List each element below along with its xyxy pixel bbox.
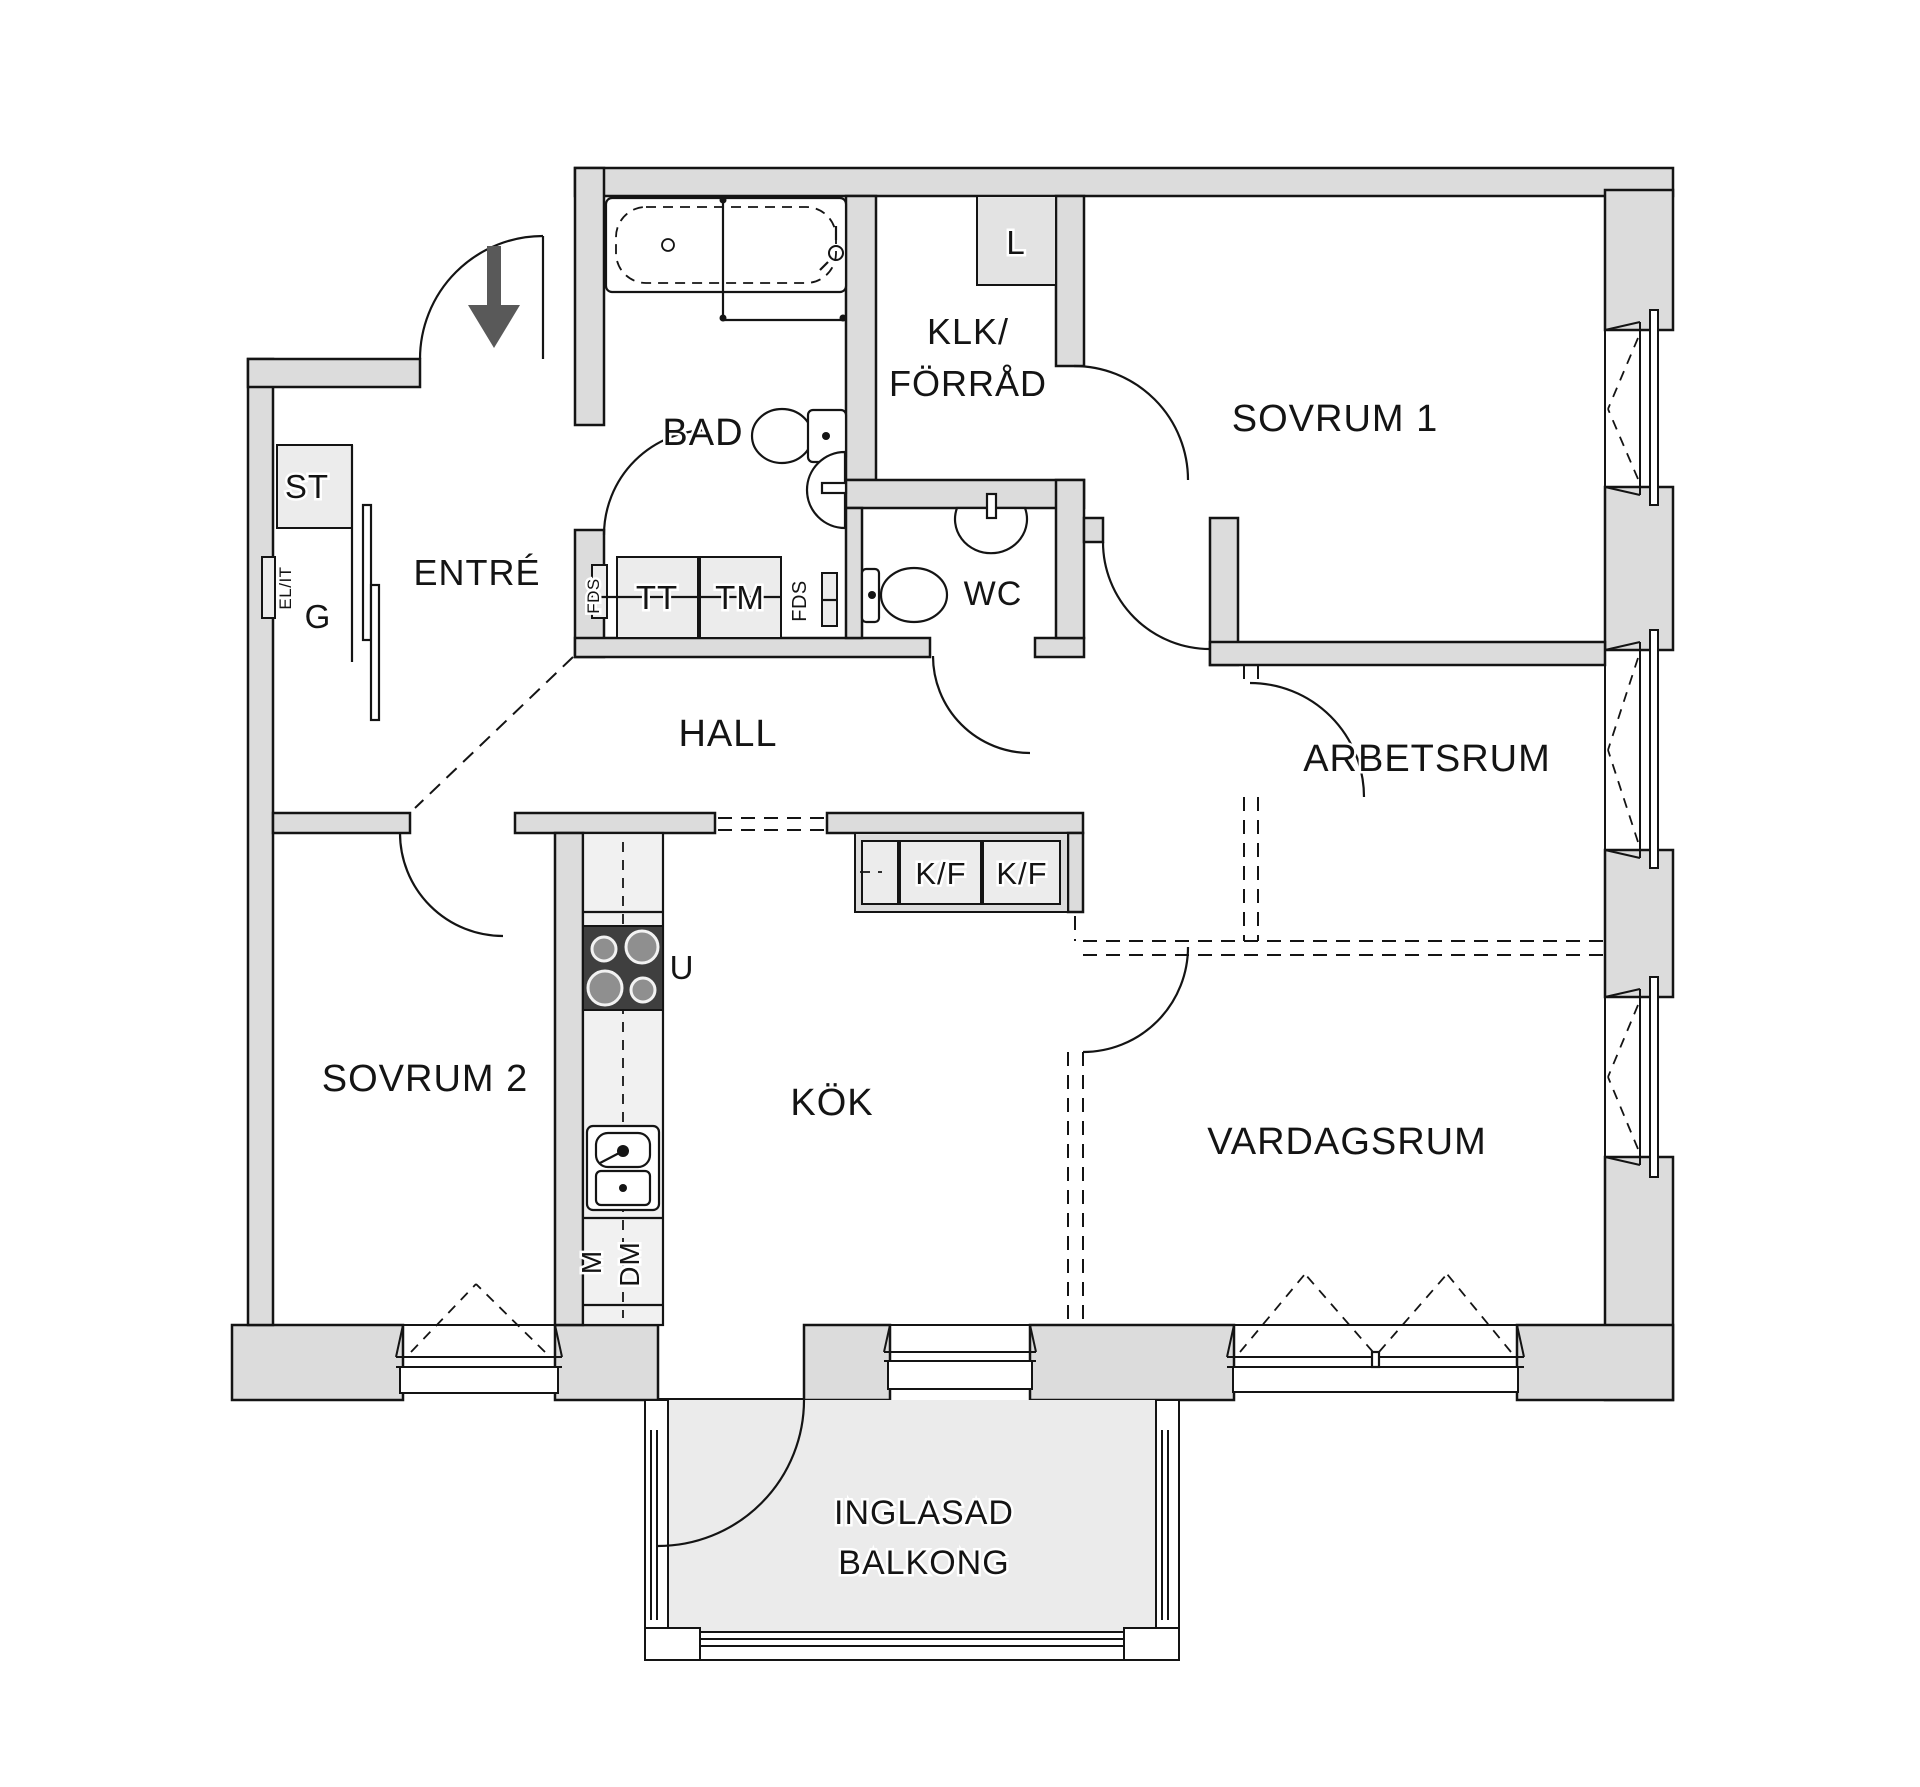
sovrum2-door-arc: [398, 832, 504, 938]
shaft-l-box: [976, 195, 1057, 286]
room-label-kok: KÖK: [790, 1082, 873, 1124]
entry-arrow-icon: [468, 246, 520, 348]
wall-left: [246, 357, 275, 1327]
wall-bottom-2: [553, 1323, 660, 1402]
window-kok: [883, 1324, 1037, 1390]
wall-annex-top: [246, 357, 422, 389]
sink-bad-icon: [805, 450, 848, 530]
balcony: [644, 1398, 1180, 1661]
label-fds-right: FDS: [789, 580, 811, 622]
label-tm: TM: [715, 579, 765, 616]
label-kf-1: K/F: [915, 856, 966, 891]
wall-top: [573, 166, 1675, 198]
kok-vardagsrum-door-arc: [1082, 946, 1190, 1054]
wall-wc-left: [844, 506, 864, 640]
balcony-corner-left: [644, 1627, 701, 1661]
wall-right-3: [1603, 848, 1675, 999]
bathtub-icon: [604, 196, 848, 322]
wall-bottom-5: [1515, 1323, 1675, 1402]
wall-sovrum1-arbetsrum: [1208, 640, 1607, 667]
label-g: G: [305, 598, 332, 635]
kf-cabinets: [854, 832, 1069, 913]
bad-door-arc: [602, 428, 710, 536]
label-dm: DM: [614, 1241, 645, 1287]
label-u: U: [670, 949, 695, 986]
fds-left-box: [591, 564, 608, 619]
stove-icon: [582, 925, 664, 1011]
wall-entre-bad-a: [573, 166, 606, 427]
wc-door-arc: [931, 655, 1031, 755]
entre-closets: [261, 444, 381, 722]
label-st: ST: [285, 468, 329, 505]
arbetsrum-door-arc: [1249, 681, 1366, 798]
entry-door-arc: [418, 234, 544, 360]
wall-kf-top: [825, 811, 1085, 835]
wall-hall-north-a: [573, 636, 932, 659]
wall-hall-north-b: [1033, 636, 1086, 659]
wall-bad-klk: [844, 194, 878, 482]
wall-sovrum2-top-a: [271, 811, 412, 835]
balcony-corner-right: [1123, 1627, 1180, 1661]
wall-bottom-1: [230, 1323, 405, 1402]
g-sliding-door-2: [369, 583, 381, 722]
label-tt: TT: [636, 579, 678, 616]
kitchen-sink-icon: [585, 1124, 661, 1212]
windows: [395, 309, 1659, 1394]
sink-wc-icon: [953, 492, 1029, 555]
label-l: L: [1006, 224, 1025, 261]
wall-wc-top: [844, 478, 1086, 510]
window-arbetsrum: [1604, 629, 1659, 869]
dashed-lines: [414, 656, 1605, 1325]
room-label-bad: BAD: [662, 412, 743, 454]
room-label-sovrum1: SOVRUM 1: [1232, 398, 1438, 440]
window-sovrum1: [1604, 309, 1659, 506]
wall-nook-stub: [1082, 516, 1105, 544]
wall-kf-right: [1066, 831, 1085, 914]
laundry-icons: [591, 556, 838, 639]
window-vardagsrum-right: [1604, 976, 1659, 1178]
window-vardagsrum-bottom: [1226, 1273, 1525, 1393]
room-label-entre: ENTRÉ: [413, 552, 540, 593]
wall-wc-right: [1054, 478, 1086, 640]
wall-bottom-3: [802, 1323, 892, 1402]
toilet-bad-icon: [750, 407, 848, 465]
room-label-klk-line1: KLK/: [927, 311, 1009, 352]
wall-right-2: [1603, 485, 1675, 652]
balcony-floor: [668, 1400, 1156, 1632]
el-it-box: [261, 556, 276, 619]
label-el-it: EL/IT: [276, 566, 295, 609]
room-label-balkong-line1: INGLASAD: [834, 1494, 1014, 1532]
klk-door-arc: [1073, 364, 1190, 481]
room-label-klk-line2: FÖRRÅD: [889, 363, 1047, 404]
wall-right-1: [1603, 188, 1675, 332]
room-label-balkong-line2: BALKONG: [838, 1544, 1009, 1582]
wall-bottom-4: [1028, 1323, 1236, 1402]
room-label-wc: WC: [964, 575, 1023, 613]
sovrum1-door-arc: [1101, 541, 1211, 651]
toilet-wc-icon: [860, 566, 949, 624]
wall-kitchen-top: [513, 811, 717, 835]
balcony-door-arc: [657, 1399, 806, 1548]
g-sliding-door-1: [361, 503, 373, 642]
wall-klk-right: [1054, 194, 1086, 368]
room-label-sovrum2: SOVRUM 2: [322, 1058, 528, 1100]
labels: ENTRÉ BAD KLK/ FÖRRÅD SOVRUM 1 WC HALL A…: [274, 222, 1553, 1585]
room-label-vardagsrum: VARDAGSRUM: [1207, 1121, 1487, 1163]
room-label-hall: HALL: [678, 713, 777, 755]
walls: [230, 166, 1675, 1402]
label-kf-2: K/F: [996, 856, 1047, 891]
window-sovrum2: [395, 1283, 563, 1394]
fixtures: [261, 195, 1069, 1327]
kitchen-counter: [581, 831, 665, 1327]
room-label-arbetsrum: ARBETSRUM: [1303, 738, 1551, 780]
label-m: M: [576, 1250, 607, 1274]
doors: [398, 234, 1366, 1548]
entre-hall-boundary: [414, 656, 574, 809]
label-fds-left: FDS: [584, 578, 603, 614]
